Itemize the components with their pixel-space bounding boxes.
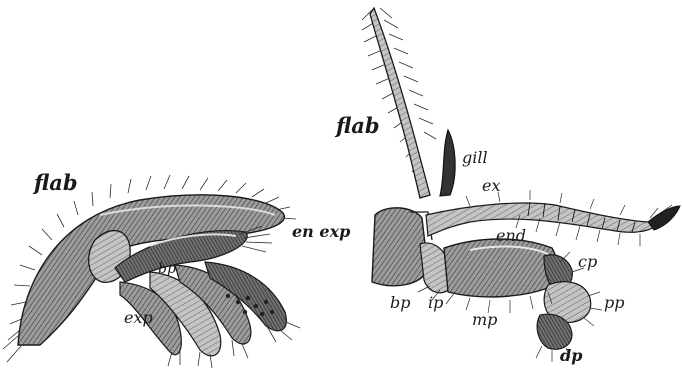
- right-basal-plate: [372, 208, 428, 286]
- label-left-exopodite: exp: [124, 310, 153, 326]
- exopodite: [426, 203, 664, 236]
- label-dactylopodite: dp: [560, 348, 582, 364]
- label-left-protopodite: bp: [158, 262, 176, 276]
- meropodite: [444, 239, 557, 297]
- left-appendage: [3, 175, 300, 368]
- label-gill: gill: [462, 150, 488, 166]
- label-en-exp: en exp: [292, 224, 350, 240]
- label-ischiopodite: ip: [428, 295, 443, 311]
- gill: [440, 130, 455, 196]
- label-exopodite: ex: [482, 178, 501, 194]
- label-endopodite: end: [496, 228, 526, 244]
- label-right-flabellum: flab: [336, 115, 380, 136]
- label-left-flabellum: flab: [34, 172, 78, 193]
- label-propodite: pp: [604, 295, 624, 311]
- label-basipodite: bp: [390, 295, 410, 311]
- label-carpopodite: cp: [578, 254, 597, 270]
- label-meropodite: mp: [472, 312, 497, 328]
- right-flabellum: [370, 8, 430, 198]
